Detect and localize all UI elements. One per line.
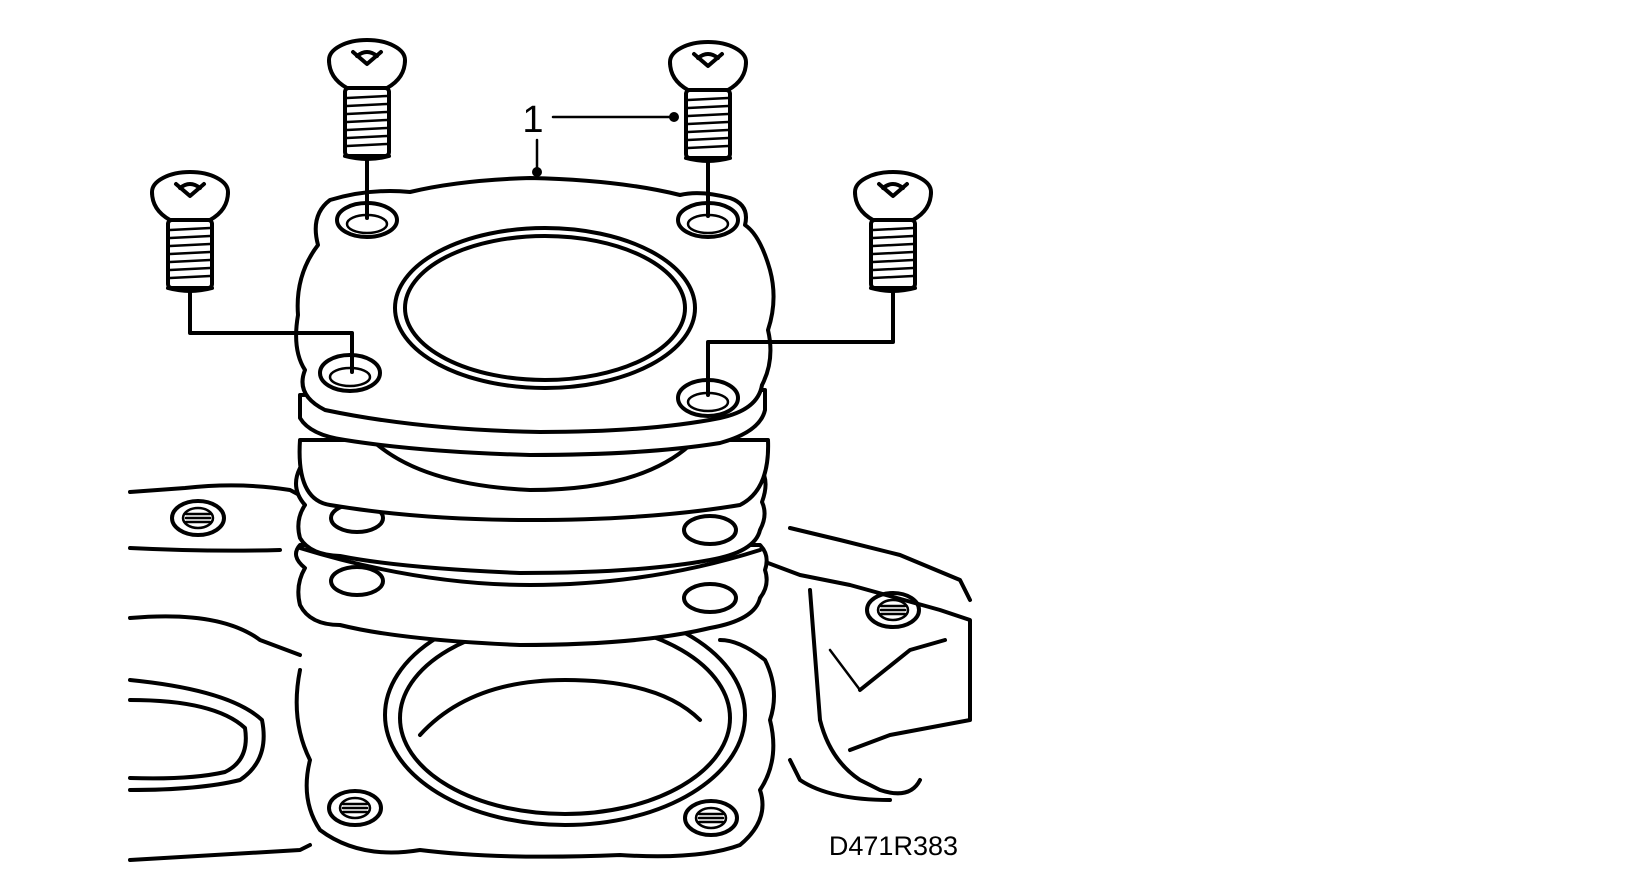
flange-plate <box>294 176 776 457</box>
screw-left <box>150 170 230 293</box>
threaded-hole <box>327 789 383 827</box>
threaded-hole <box>683 799 739 837</box>
threaded-hole <box>170 499 226 537</box>
screw-right <box>853 170 933 293</box>
callout-number: 1 <box>522 99 543 141</box>
callout-1: 1 <box>522 99 679 177</box>
figure-code: D471R383 <box>829 831 958 861</box>
screw-top-right[interactable] <box>668 40 748 163</box>
screw-top-left <box>327 38 407 161</box>
leader-lines <box>188 158 895 397</box>
spacer-ring <box>297 438 771 522</box>
threaded-hole <box>865 591 921 629</box>
